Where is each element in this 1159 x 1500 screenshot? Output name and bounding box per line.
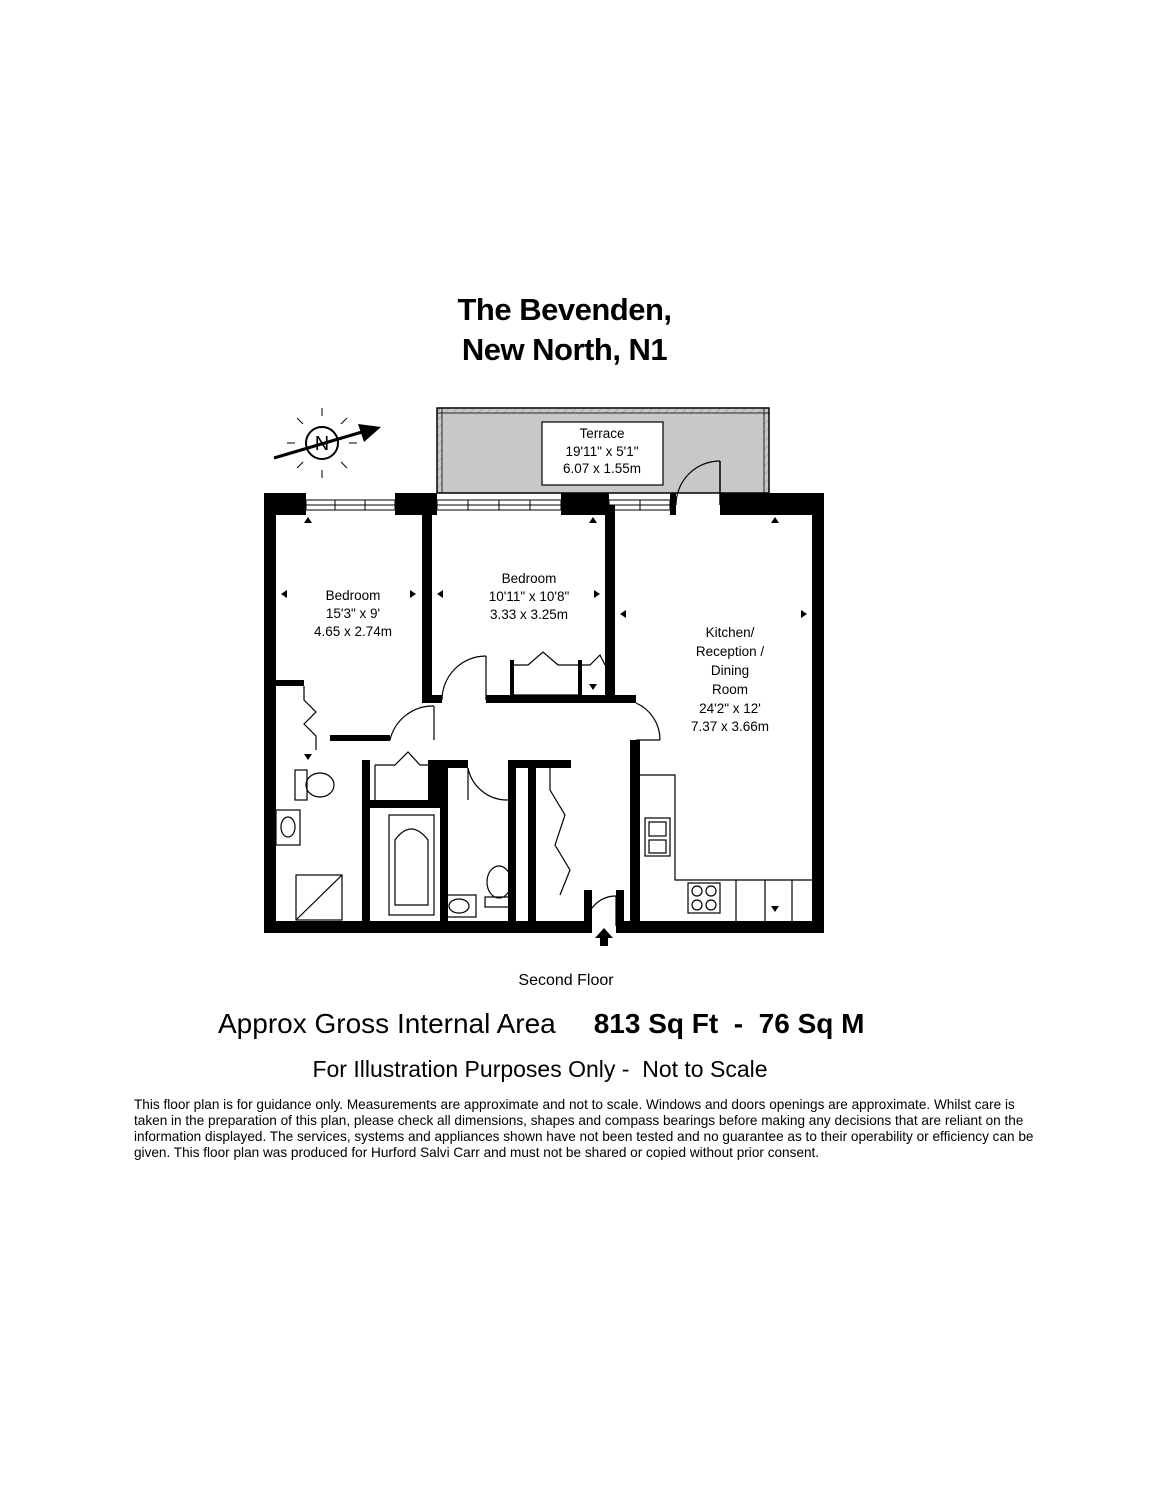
windows xyxy=(305,499,671,511)
kitchen-metric: 7.37 x 3.66m xyxy=(691,719,769,734)
terrace-metric: 6.07 x 1.55m xyxy=(563,461,641,476)
bedroom-left-imperial: 15'3" x 9' xyxy=(326,606,380,621)
kitchen-line1: Kitchen/ xyxy=(706,625,755,640)
property-title: The Bevenden, xyxy=(457,292,673,327)
door-swings xyxy=(389,655,661,927)
bedroom-middle-imperial: 10'11" x 10'8" xyxy=(489,589,570,604)
terrace-door xyxy=(675,460,721,506)
north-arrow-icon: N xyxy=(273,408,381,478)
area-summary: Approx Gross Internal Area 813 Sq Ft - 76… xyxy=(218,1008,864,1040)
disclaimer-text: This floor plan is for guidance only. Me… xyxy=(134,1097,1034,1160)
kitchen-imperial: 24'2" x 12' xyxy=(699,701,761,716)
bedroom-left-name: Bedroom xyxy=(326,588,381,603)
entrance-arrow-icon xyxy=(595,928,613,946)
bedroom-middle-metric: 3.33 x 3.25m xyxy=(490,607,568,622)
kitchen-line2: Reception / xyxy=(696,644,765,659)
interior-walls xyxy=(276,505,640,933)
bathroom-fittings xyxy=(275,769,514,921)
wardrobes xyxy=(303,651,606,896)
bedroom-middle-name: Bedroom xyxy=(502,571,557,586)
dimension-markers xyxy=(281,517,807,912)
floor-label: Second Floor xyxy=(518,972,614,989)
bedroom-left-metric: 4.65 x 2.74m xyxy=(314,624,392,639)
terrace-imperial: 19'11" x 5'1" xyxy=(565,444,638,459)
kitchen-units xyxy=(640,774,812,921)
illustration-note: For Illustration Purposes Only - Not to … xyxy=(312,1056,768,1082)
compass-letter: N xyxy=(315,433,329,455)
area-value: 813 Sq Ft - 76 Sq M xyxy=(593,1008,865,1039)
kitchen-line4: Room xyxy=(712,682,748,697)
kitchen-line3: Dining xyxy=(711,663,749,678)
terrace-name: Terrace xyxy=(579,426,624,441)
terrace xyxy=(436,407,770,494)
area-label: Approx Gross Internal Area xyxy=(218,1008,556,1039)
property-address: New North, N1 xyxy=(461,332,668,367)
